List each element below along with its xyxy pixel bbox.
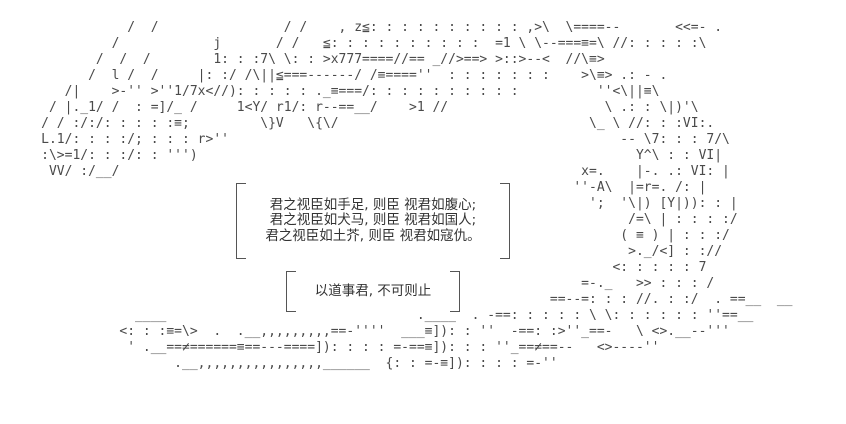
quote-bracket-left	[286, 271, 296, 312]
quote-bracket-right	[500, 183, 510, 259]
quote-line-1: 君之视臣如手足, 则臣 视君如腹心;	[269, 196, 477, 213]
quote-line-2: 君之视臣如犬马, 则臣 视君如国人;	[269, 212, 477, 229]
ascii-art-dragon: / / / / , z≦: : : : : : : : : : ,>\ \===…	[41, 20, 793, 371]
quote-main: 君之视臣如手足, 则臣 视君如腹心; 君之视臣如犬马, 则臣 视君如国人; 君之…	[236, 183, 510, 259]
quote-line-3: 君之视臣如土芥, 则臣 视君如寇仇。	[265, 227, 481, 244]
quote-bracket-right	[450, 271, 460, 312]
quote-secondary: 以道事君, 不可则止	[286, 271, 460, 312]
quote-bracket-left	[236, 183, 246, 259]
quote-secondary-text: 以道事君, 不可则止	[314, 282, 432, 299]
